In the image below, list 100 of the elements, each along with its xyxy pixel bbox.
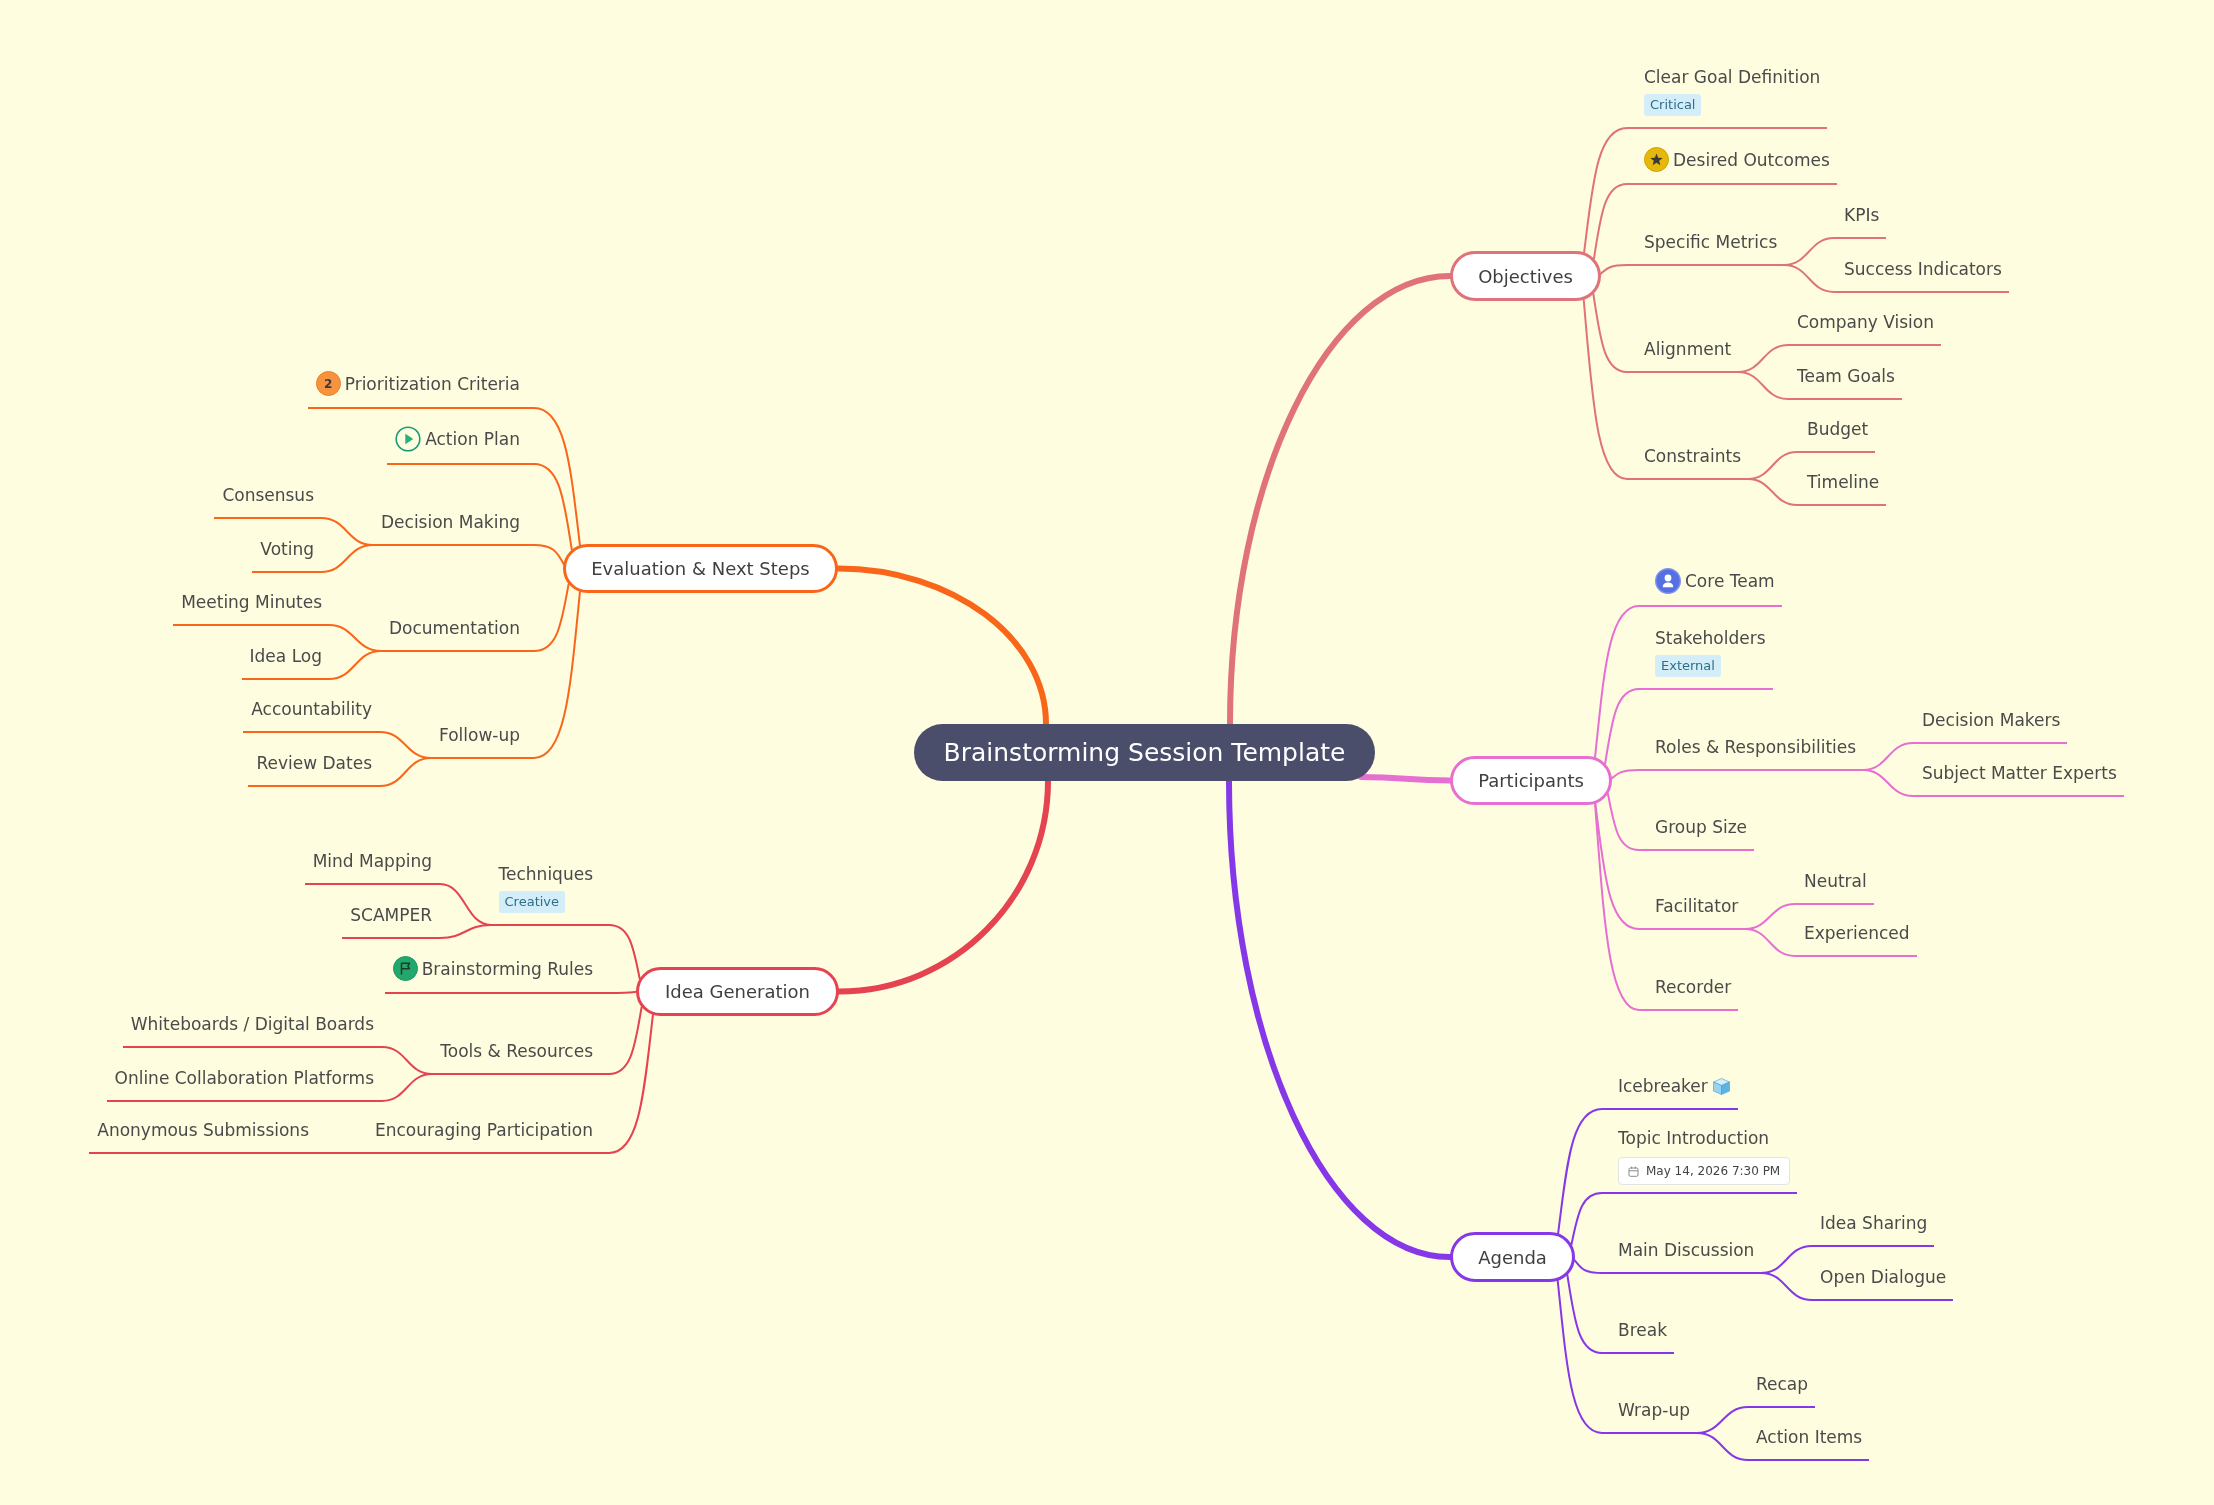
topic-node [490,863,609,926]
topic-node [430,724,534,759]
topic-label: Topic Introduction [1618,1127,1770,1149]
branch-box: Idea Generation [636,967,839,1016]
topic-node [243,698,380,733]
branch-line [1760,1272,1813,1301]
topic-node [1797,418,1876,453]
topic-node [1913,762,2124,797]
tag: Critical [1644,94,1702,116]
topic-node [1602,1127,1798,1194]
topic-node [1627,338,1739,373]
topic-label: KPIs [1844,204,1880,226]
topic-label: Tools & Resources [440,1040,593,1062]
topic-node [1788,365,1902,400]
branch-line [1594,802,1640,1011]
topic-label: Brainstorming Rules [421,957,593,980]
topic-node [1639,736,1864,771]
branch-line [1696,1432,1749,1461]
topic-label: Desired Outcomes [1673,148,1830,171]
topic-label: Techniques [498,863,593,885]
topic-label: Prioritization Criteria [344,372,520,395]
topic-label: Consensus [222,484,314,506]
topic-label: Action Items [1756,1426,1863,1448]
branch-line [1592,293,1628,373]
topic-node [1913,709,2068,744]
topic-label: Accountability [251,698,372,720]
topic-label: Experienced [1804,922,1910,944]
topic-node [1602,1319,1674,1354]
branch-line [1557,1108,1603,1235]
topic-label: Timeline [1807,471,1880,493]
topic-node [1639,816,1755,851]
topic-node [1812,1266,1954,1301]
topic-node [373,511,534,546]
topic-node [1639,568,1782,607]
topic-label: Core Team [1685,570,1775,592]
topic-label: Break [1618,1319,1667,1341]
topic-label: Review Dates [256,752,372,774]
branch-line [1566,1274,1603,1354]
topic-label: Open Dialogue [1820,1266,1947,1288]
branch-line [1862,769,1914,797]
topic-node [89,1119,317,1154]
branch-line [1592,183,1628,260]
topic-node [122,1013,382,1048]
branch-line [1594,605,1640,759]
topic-label: Group Size [1655,816,1748,838]
branch-line [608,924,641,980]
topic-label: Clear Goal Definition [1644,66,1821,88]
topic-node [1639,895,1746,930]
topic-label: Success Indicators [1844,258,2002,280]
root-topic: Brainstorming Session Template [914,724,1375,781]
branch-line [1594,802,1640,930]
branch-line [1604,688,1640,765]
topic-label: Icebreaker [1618,1075,1708,1097]
priority-marker: 2 [315,371,341,396]
topic-label: Idea Sharing [1820,1212,1928,1234]
topic-node [1639,627,1773,690]
branch-line [381,1073,433,1102]
branch-line [328,650,382,680]
branch-line [1610,769,1640,780]
branch-line [1744,928,1796,957]
topic-node [1627,66,1828,129]
topic-node [1602,1075,1738,1110]
tag: Creative [498,891,566,913]
topic-label: Specific Metrics [1644,231,1778,253]
topic-label: Company Vision [1797,311,1934,333]
topic-node [1812,1212,1935,1247]
branch-box: Agenda [1450,1232,1575,1282]
topic-label: Neutral [1804,870,1867,892]
topic-node [1748,1426,1870,1461]
branch-line [608,990,637,994]
branch-line [316,1152,368,1154]
branch-line [1599,264,1628,275]
topic-label: Voting [260,538,314,560]
branch-line [1556,1279,1603,1434]
topic-label: Meeting Minutes [181,591,322,613]
branch-line [1583,127,1628,254]
branch-line [1582,298,1628,480]
topic-label: Stakeholders [1655,627,1766,649]
topic-label: Anonymous Submissions [97,1119,309,1141]
topic-label: Constraints [1644,445,1741,467]
topic-node [432,1040,609,1075]
topic-label: Budget [1807,418,1869,440]
topic-node [1788,311,1941,346]
branch-line [533,407,581,547]
topic-node [307,371,534,409]
topic-node [173,591,329,626]
topic-label: SCAMPER [350,904,432,926]
topic-label: Facilitator [1655,895,1739,917]
topic-label: Recorder [1655,976,1732,998]
topic-label: Decision Making [381,511,520,533]
branch-box: Participants [1450,756,1612,805]
topic-node [1797,471,1887,506]
topic-label: Alignment [1644,338,1732,360]
topic-label: Whiteboards / Digital Boards [130,1013,374,1035]
branch-line [608,1006,643,1075]
branch-line [379,757,432,787]
topic-node [380,617,534,652]
branch-box: Evaluation & Next Steps [563,544,838,593]
topic-label: Team Goals [1797,365,1895,387]
branch-line [1747,478,1798,506]
